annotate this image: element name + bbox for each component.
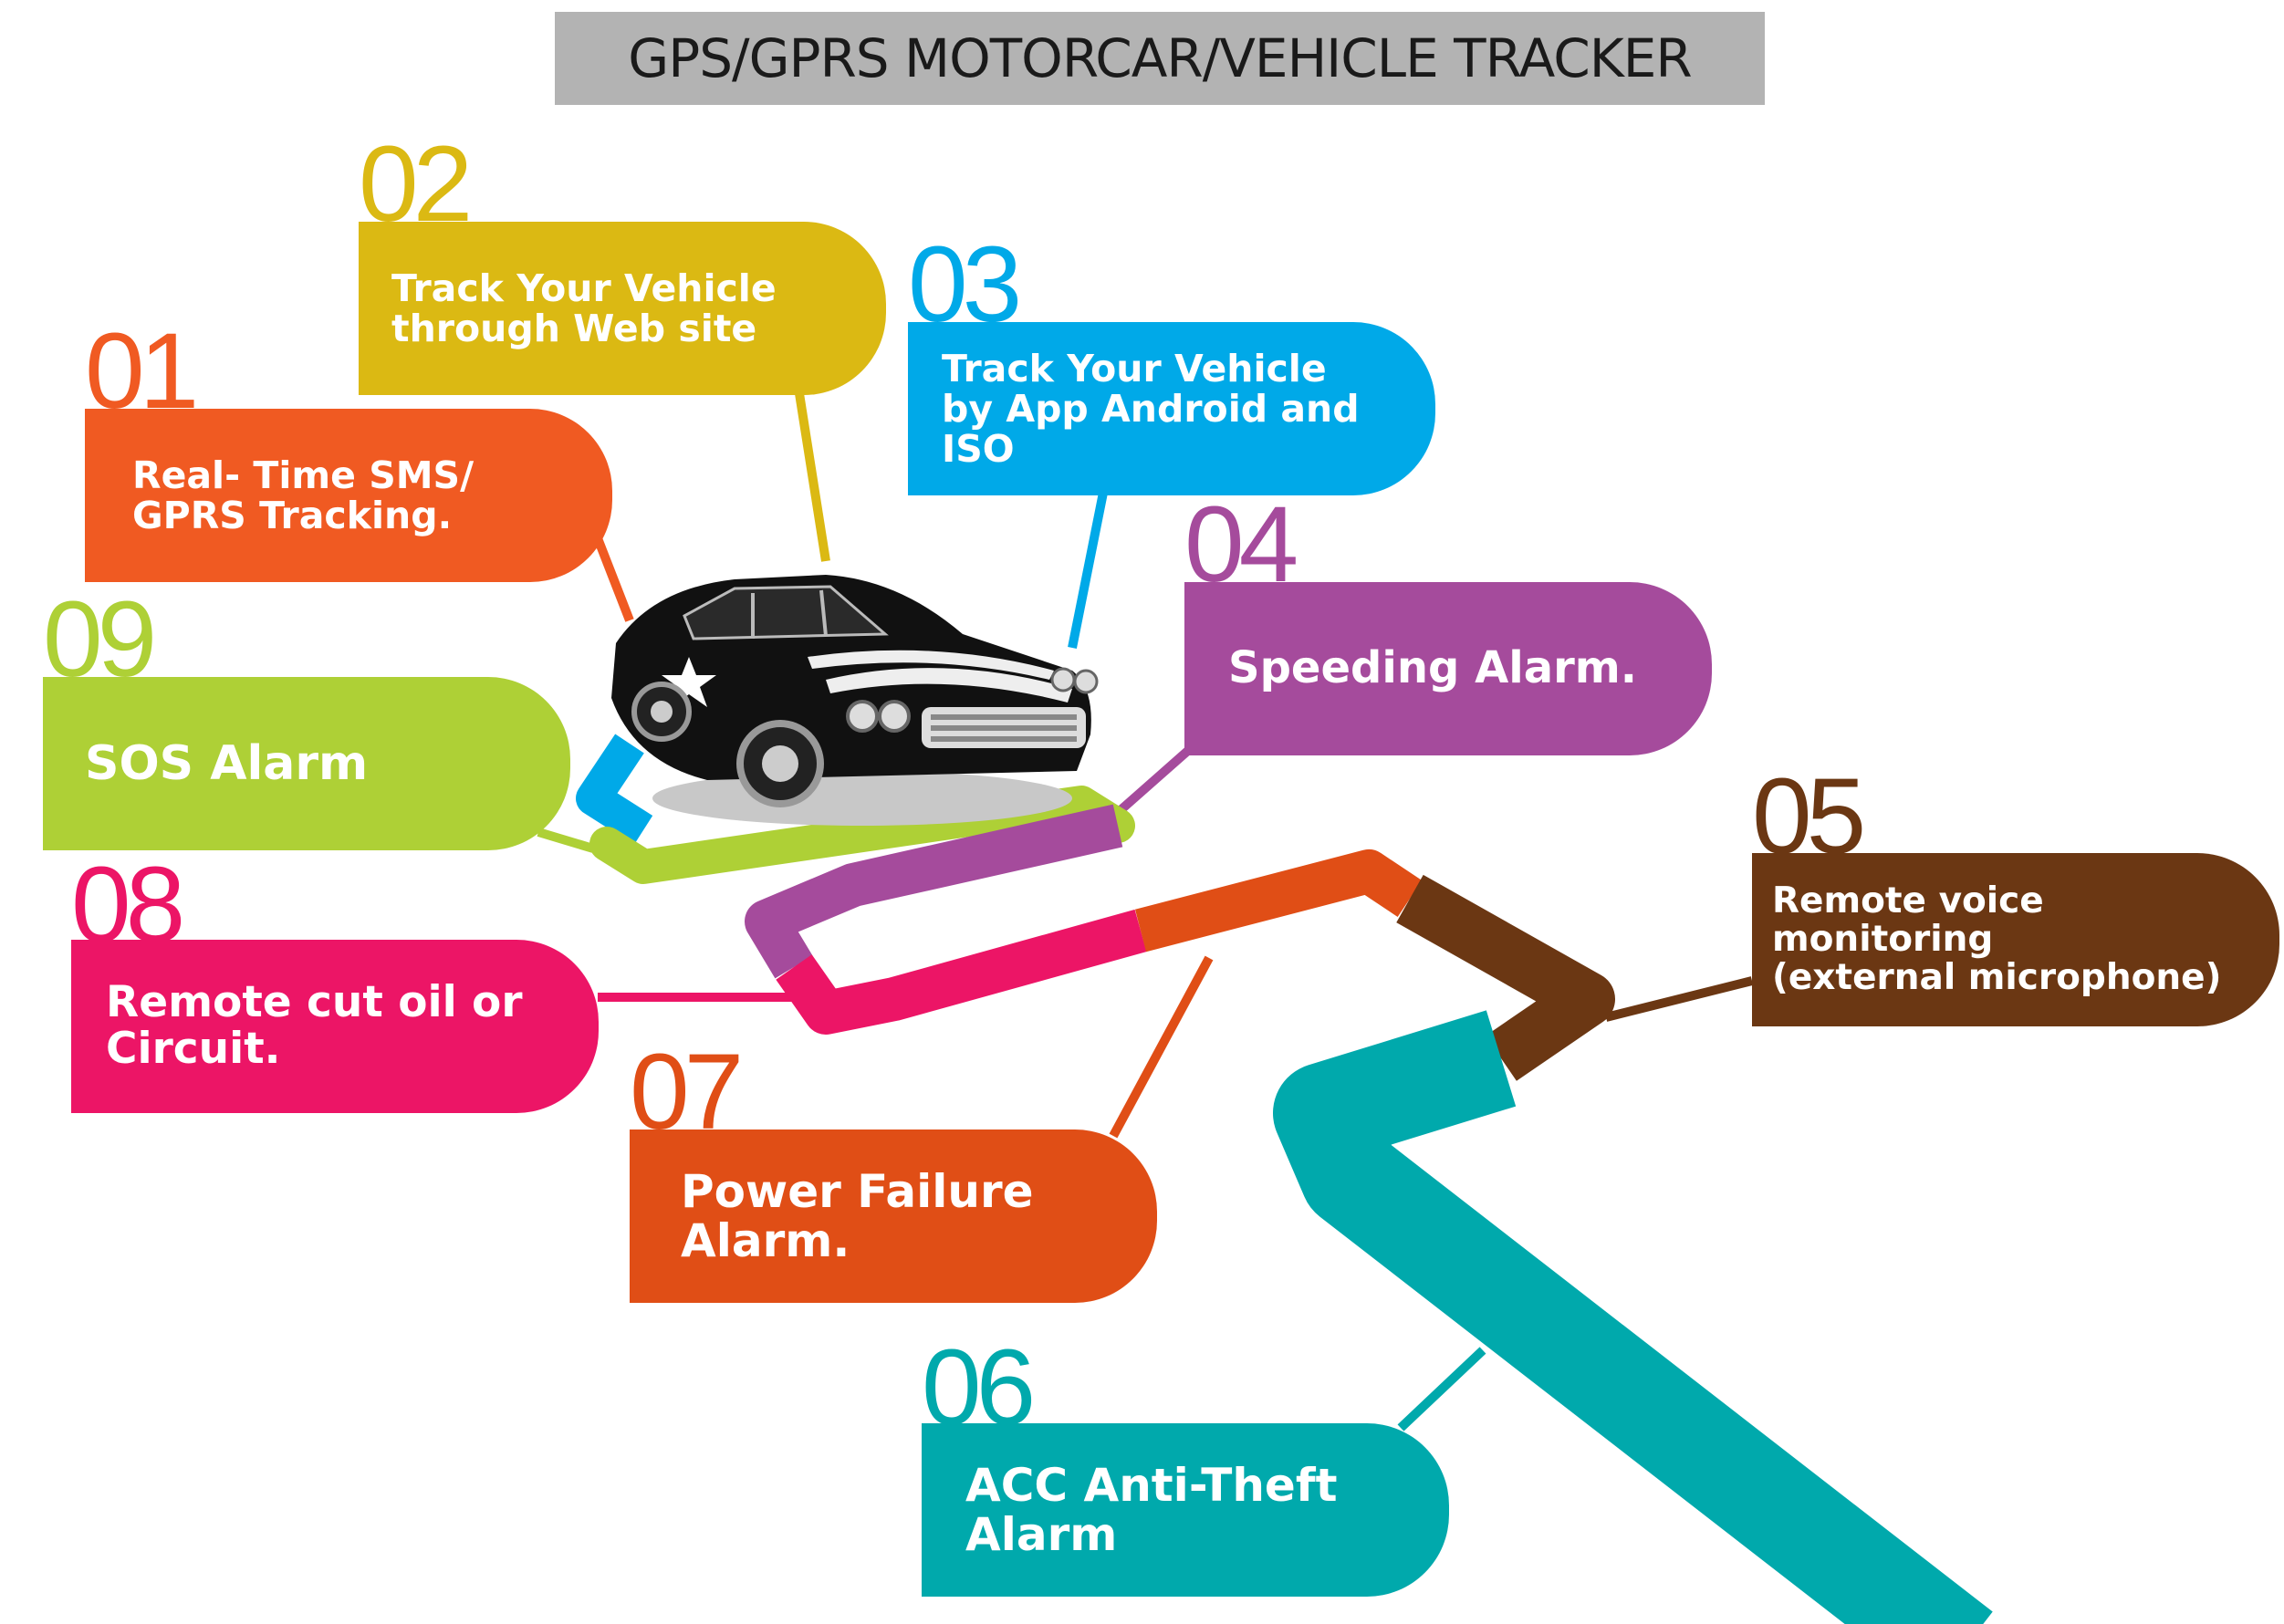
page-title: GPS/GPRS MOTORCAR/VEHICLE TRACKER: [628, 27, 1692, 89]
feature-label-01: Real- Time SMS/ GPRS Tracking.: [132, 453, 475, 537]
title-banner: GPS/GPRS MOTORCAR/VEHICLE TRACKER: [555, 12, 1765, 105]
feature-box-08: Remote cut oil or Circuit.: [71, 940, 599, 1113]
feature-label-09: SOS Alarm: [85, 735, 369, 791]
feature-box-07: Power Failure Alarm.: [630, 1130, 1157, 1303]
feature-number-02: 02: [359, 124, 473, 245]
feature-box-05: Remote voice monitoring (external microp…: [1752, 853, 2279, 1026]
feature-label-02: Track Your Vehicle through Web site: [391, 265, 777, 350]
leader-line-03: [1068, 487, 1109, 649]
leader-line-09: [537, 828, 595, 853]
leader-line-02: [794, 387, 830, 562]
feature-box-01: Real- Time SMS/ GPRS Tracking.: [85, 409, 612, 582]
feature-number-03: 03: [908, 224, 1022, 345]
leader-line-07: [1109, 955, 1214, 1139]
feature-box-04: Speeding Alarm.: [1184, 582, 1712, 755]
feature-label-05: Remote voice monitoring (external microp…: [1772, 880, 2222, 999]
leader-line-01: [593, 536, 634, 622]
leader-line-04: [1110, 744, 1194, 820]
feature-label-07: Power Failure Alarm.: [681, 1165, 1034, 1267]
leader-line-06: [1397, 1347, 1486, 1431]
feature-number-07: 07: [630, 1032, 744, 1152]
feature-label-06: ACC Anti-Theft Alarm: [965, 1459, 1338, 1561]
classic-car-icon: [611, 575, 1099, 826]
leader-line-05: [1604, 976, 1754, 1022]
feature-label-03: Track Your Vehicle by App Android and IS…: [942, 346, 1360, 472]
feature-number-04: 04: [1184, 484, 1298, 605]
feature-number-09: 09: [43, 579, 157, 700]
feature-number-05: 05: [1752, 756, 1866, 877]
feature-box-03: Track Your Vehicle by App Android and IS…: [908, 322, 1435, 495]
feature-label-08: Remote cut oil or Circuit.: [106, 977, 523, 1074]
feature-box-06: ACC Anti-Theft Alarm: [922, 1423, 1449, 1597]
feature-number-01: 01: [85, 311, 199, 432]
feature-box-02: Track Your Vehicle through Web site: [359, 222, 886, 395]
feature-box-09: SOS Alarm: [43, 677, 570, 850]
feature-label-04: Speeding Alarm.: [1228, 642, 1638, 694]
